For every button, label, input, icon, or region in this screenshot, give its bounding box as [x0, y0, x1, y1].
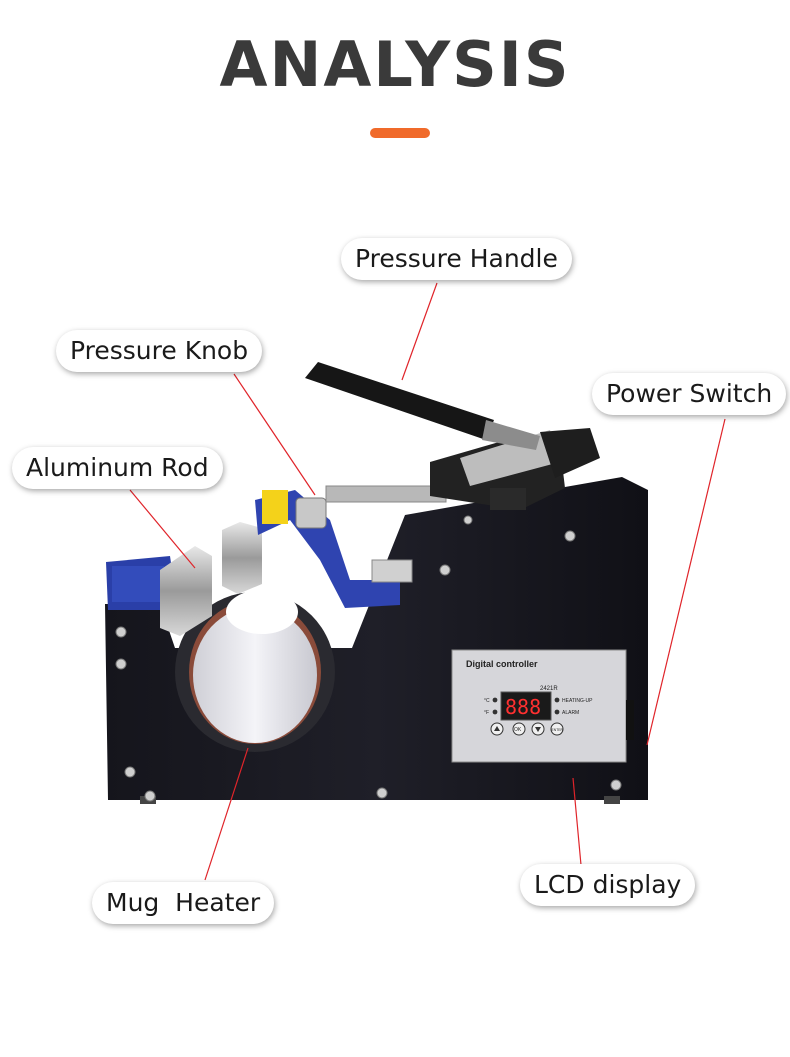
lcd-readout: 888	[505, 695, 541, 719]
controller-model: 2421R	[540, 686, 558, 692]
label-lcd-display: LCD display	[520, 864, 696, 906]
page-title: ANALYSIS	[219, 28, 571, 101]
digital-controller: Digital controller 2421R 888 °C °F HEATI…	[451, 649, 627, 763]
label-mug-heater: Mug Heater	[92, 882, 275, 924]
controller-heading: Digital controller	[466, 659, 538, 669]
controller-keys: OK ENTER	[490, 722, 564, 736]
label-power-switch: Power Switch	[592, 373, 787, 415]
leader-mug-heater	[204, 747, 249, 881]
unit-f-label: °F	[484, 710, 489, 716]
clamp-arm	[255, 490, 400, 608]
indicator-heating-label: HEATING-UP	[562, 698, 593, 704]
title-accent-bar	[370, 128, 430, 138]
ok-key	[512, 722, 526, 736]
leader-lines	[129, 282, 726, 881]
leader-lcd-display	[572, 777, 582, 866]
power-switch	[626, 700, 634, 740]
indicator-alarm-label: ALARM	[562, 710, 579, 716]
leader-power-switch	[646, 418, 726, 746]
lcd-screen	[500, 691, 552, 721]
pressure-knob	[295, 497, 327, 529]
enter-key	[550, 722, 564, 736]
label-pressure-knob: Pressure Knob	[56, 330, 263, 372]
ok-key-label: OK	[514, 727, 522, 733]
unit-c-label: °C	[484, 698, 490, 704]
label-pressure-handle: Pressure Handle	[341, 238, 572, 280]
pressure-handle	[305, 362, 494, 440]
leader-pressure-handle	[401, 282, 438, 381]
label-aluminum-rod: Aluminum Rod	[12, 447, 223, 489]
leader-aluminum-rod	[129, 489, 196, 569]
enter-key-label: ENTER	[552, 728, 564, 732]
aluminum-rod	[160, 546, 212, 636]
leader-pressure-knob	[233, 373, 316, 496]
